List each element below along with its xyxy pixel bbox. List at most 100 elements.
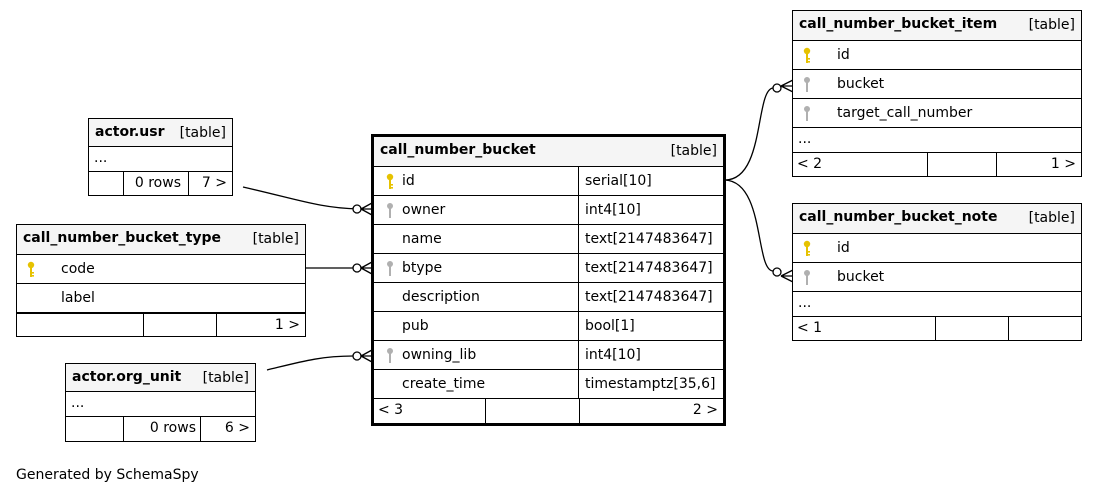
- table-name: call_number_bucket: [380, 142, 536, 158]
- foreign-key-icon: [387, 348, 393, 363]
- table-footer: 0 rows 7 >: [89, 172, 232, 196]
- column-name: owner: [402, 202, 446, 218]
- footer-divider: [143, 314, 144, 337]
- footer-divider: [216, 314, 217, 337]
- table-actor-org-unit[interactable]: actor.org_unit [table] ... 0 rows 6 >: [65, 363, 256, 442]
- footer-divider: [1008, 317, 1009, 341]
- footer-divider: [123, 172, 124, 196]
- column-name: bucket: [837, 269, 885, 285]
- row-count: 0 rows: [134, 175, 181, 191]
- ellipsis-row: ...: [793, 292, 1081, 317]
- column-name: pub: [402, 318, 429, 334]
- column-type: bool[1]: [585, 318, 635, 334]
- ellipsis: ...: [94, 150, 108, 166]
- primary-key-icon: [803, 240, 811, 256]
- ellipsis-row: ...: [66, 392, 255, 417]
- children-link[interactable]: 1 >: [274, 317, 300, 333]
- foreign-key-icon: [387, 261, 393, 276]
- column-row-owning-lib: owning_lib int4[10]: [374, 341, 723, 370]
- table-name: call_number_bucket_note: [799, 209, 998, 225]
- table-footer: < 3 2 >: [374, 399, 723, 423]
- table-header: call_number_bucket_note [table]: [793, 204, 1081, 234]
- table-call-number-bucket-type[interactable]: call_number_bucket_type [table] code lab…: [16, 224, 306, 337]
- footer-divider: [485, 399, 486, 423]
- table-call-number-bucket-note[interactable]: call_number_bucket_note [table] id bucke…: [792, 203, 1082, 341]
- ellipsis-row: ...: [793, 128, 1081, 153]
- column-name: description: [402, 289, 480, 305]
- table-kind: [table]: [179, 125, 226, 141]
- children-link[interactable]: 7 >: [201, 175, 227, 191]
- column-type: timestamptz[35,6]: [585, 376, 716, 392]
- edge-end-circle: [352, 263, 362, 273]
- children-link[interactable]: 1 >: [1050, 156, 1076, 172]
- type-divider: [578, 370, 579, 398]
- parents-link[interactable]: < 2: [797, 156, 823, 172]
- children-link[interactable]: 6 >: [224, 420, 250, 436]
- column-name: target_call_number: [837, 105, 973, 121]
- column-type: serial[10]: [585, 173, 652, 189]
- edge-id-bucket-item: [724, 87, 774, 181]
- column-type: int4[10]: [585, 202, 641, 218]
- footer-divider: [200, 417, 201, 441]
- table-call-number-bucket[interactable]: call_number_bucket [table] id serial[10]…: [371, 134, 726, 426]
- foreign-key-icon: [804, 106, 810, 121]
- edge-crowfoot: [360, 202, 373, 216]
- table-name: actor.org_unit: [72, 369, 182, 385]
- column-row-name: name text[2147483647]: [374, 225, 723, 254]
- row-count: 0 rows: [149, 420, 196, 436]
- table-header: actor.org_unit [table]: [66, 364, 255, 392]
- table-header: call_number_bucket_type [table]: [17, 225, 305, 255]
- column-row: label: [17, 284, 305, 313]
- column-name: id: [837, 47, 850, 63]
- type-divider: [578, 167, 579, 195]
- table-footer: 1 >: [17, 313, 305, 337]
- column-name: owning_lib: [402, 347, 477, 363]
- footer-divider: [927, 153, 928, 177]
- table-name: call_number_bucket_type: [23, 230, 222, 246]
- edge-crowfoot: [780, 269, 794, 283]
- column-row-id: id serial[10]: [374, 167, 723, 196]
- table-name: actor.usr: [95, 124, 165, 140]
- edge-end-circle: [352, 351, 362, 361]
- edge-crowfoot: [780, 79, 794, 93]
- column-type: int4[10]: [585, 347, 641, 363]
- column-row: bucket: [793, 263, 1081, 292]
- column-row-btype: btype text[2147483647]: [374, 254, 723, 283]
- parents-link[interactable]: < 1: [797, 320, 823, 336]
- edge-actor-usr-owner: [242, 186, 359, 210]
- generated-by-caption: Generated by SchemaSpy: [16, 467, 199, 483]
- edge-end-circle: [772, 267, 782, 277]
- table-header: call_number_bucket [table]: [374, 137, 723, 167]
- column-row: id: [793, 234, 1081, 263]
- footer-divider: [188, 172, 189, 196]
- foreign-key-icon: [804, 77, 810, 92]
- column-row: bucket: [793, 70, 1081, 99]
- column-name: code: [61, 261, 95, 277]
- footer-divider: [123, 417, 124, 441]
- table-footer: 0 rows 6 >: [66, 417, 255, 441]
- column-row-pub: pub bool[1]: [374, 312, 723, 341]
- table-header: call_number_bucket_item [table]: [793, 11, 1081, 41]
- table-call-number-bucket-item[interactable]: call_number_bucket_item [table] id bucke…: [792, 10, 1082, 177]
- edge-crowfoot: [360, 349, 373, 363]
- type-divider: [578, 254, 579, 282]
- column-row: target_call_number: [793, 99, 1081, 128]
- column-type: text[2147483647]: [585, 289, 713, 305]
- column-row: id: [793, 41, 1081, 70]
- type-divider: [578, 225, 579, 253]
- children-link[interactable]: 2 >: [692, 402, 718, 418]
- primary-key-icon: [27, 261, 35, 277]
- table-actor-usr[interactable]: actor.usr [table] ... 0 rows 7 >: [88, 118, 233, 196]
- table-kind: [table]: [1028, 17, 1075, 33]
- column-row: code: [17, 255, 305, 284]
- column-row-create-time: create_time timestamptz[35,6]: [374, 370, 723, 399]
- column-name: label: [61, 290, 95, 306]
- foreign-key-icon: [804, 270, 810, 285]
- footer-divider: [935, 317, 936, 341]
- column-name: btype: [402, 260, 443, 276]
- table-footer: < 1: [793, 317, 1081, 341]
- table-kind: [table]: [670, 143, 717, 159]
- table-name: call_number_bucket_item: [799, 16, 998, 32]
- parents-link[interactable]: < 3: [378, 402, 404, 418]
- table-kind: [table]: [1028, 210, 1075, 226]
